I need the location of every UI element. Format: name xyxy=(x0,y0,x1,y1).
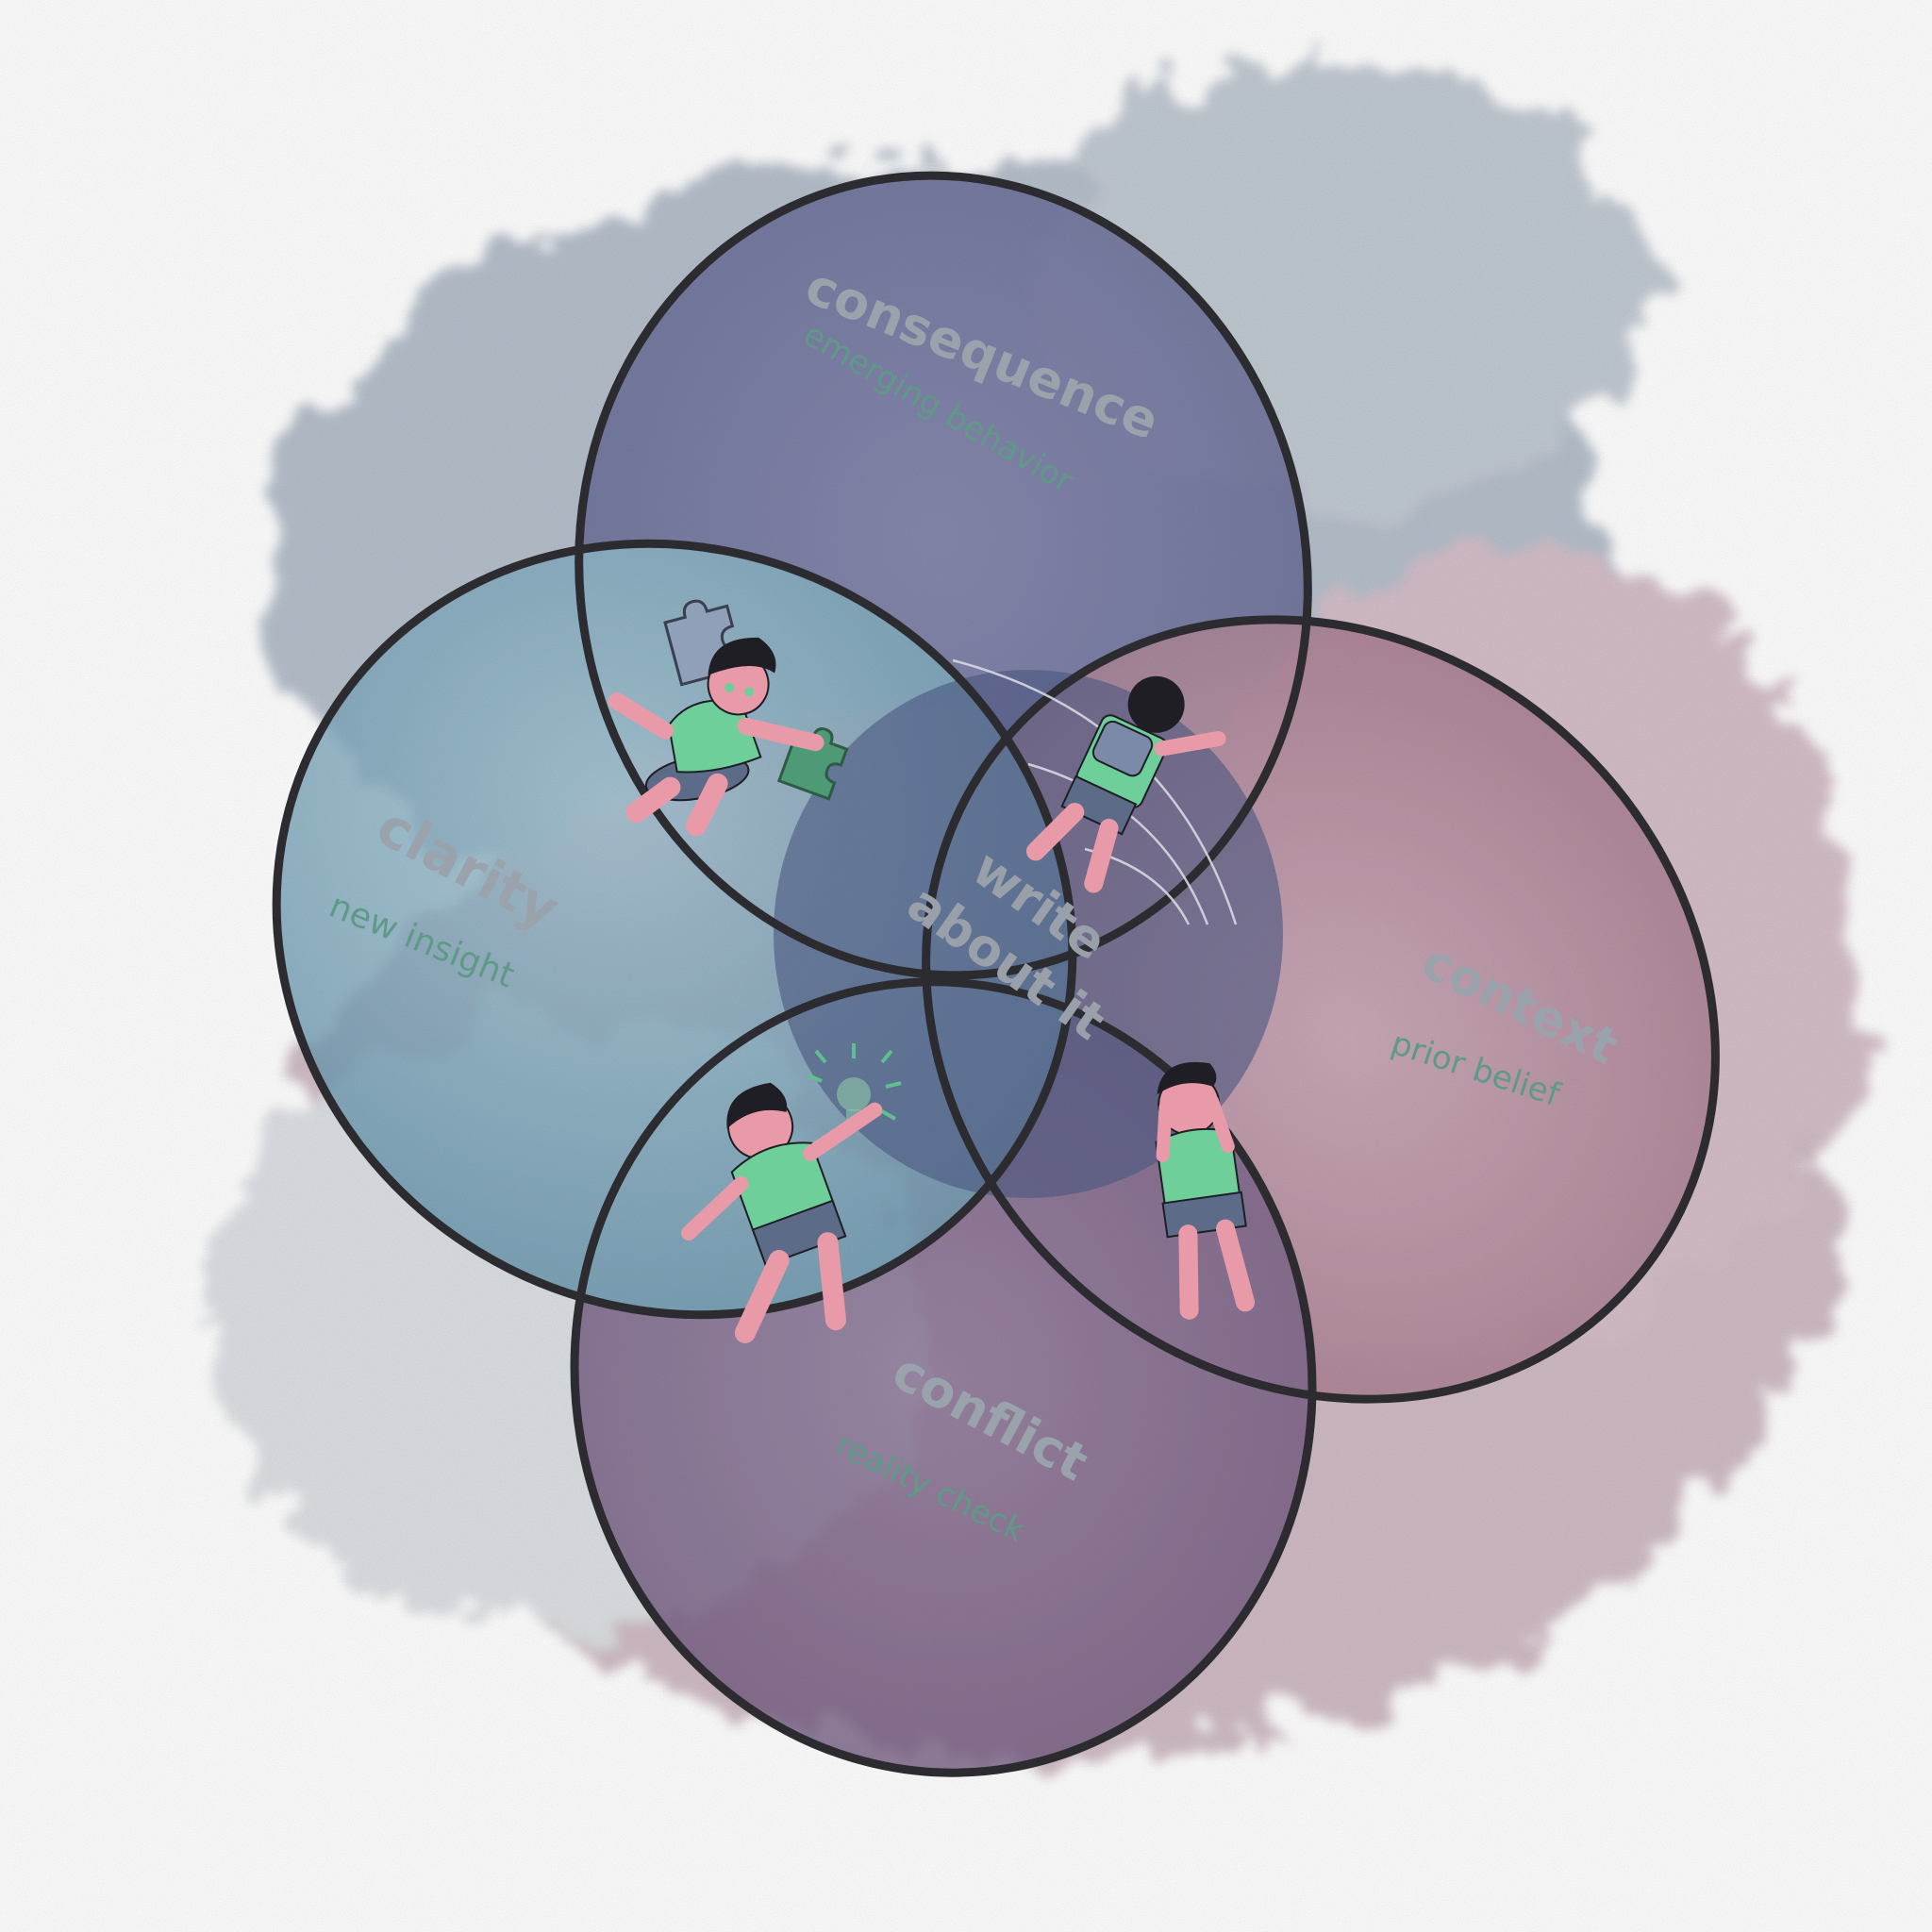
set-outlines xyxy=(272,171,1720,1777)
context-outline xyxy=(922,615,1720,1404)
figure-pointing xyxy=(681,1082,883,1343)
figure-puzzle xyxy=(608,637,824,837)
lightbulb-icon xyxy=(808,1043,902,1121)
figure-worried xyxy=(1155,1061,1256,1320)
clarity-outline xyxy=(272,539,1077,1320)
figure-running xyxy=(1025,675,1226,893)
consequence-outline xyxy=(575,171,1312,980)
conflict-outline xyxy=(570,977,1317,1777)
